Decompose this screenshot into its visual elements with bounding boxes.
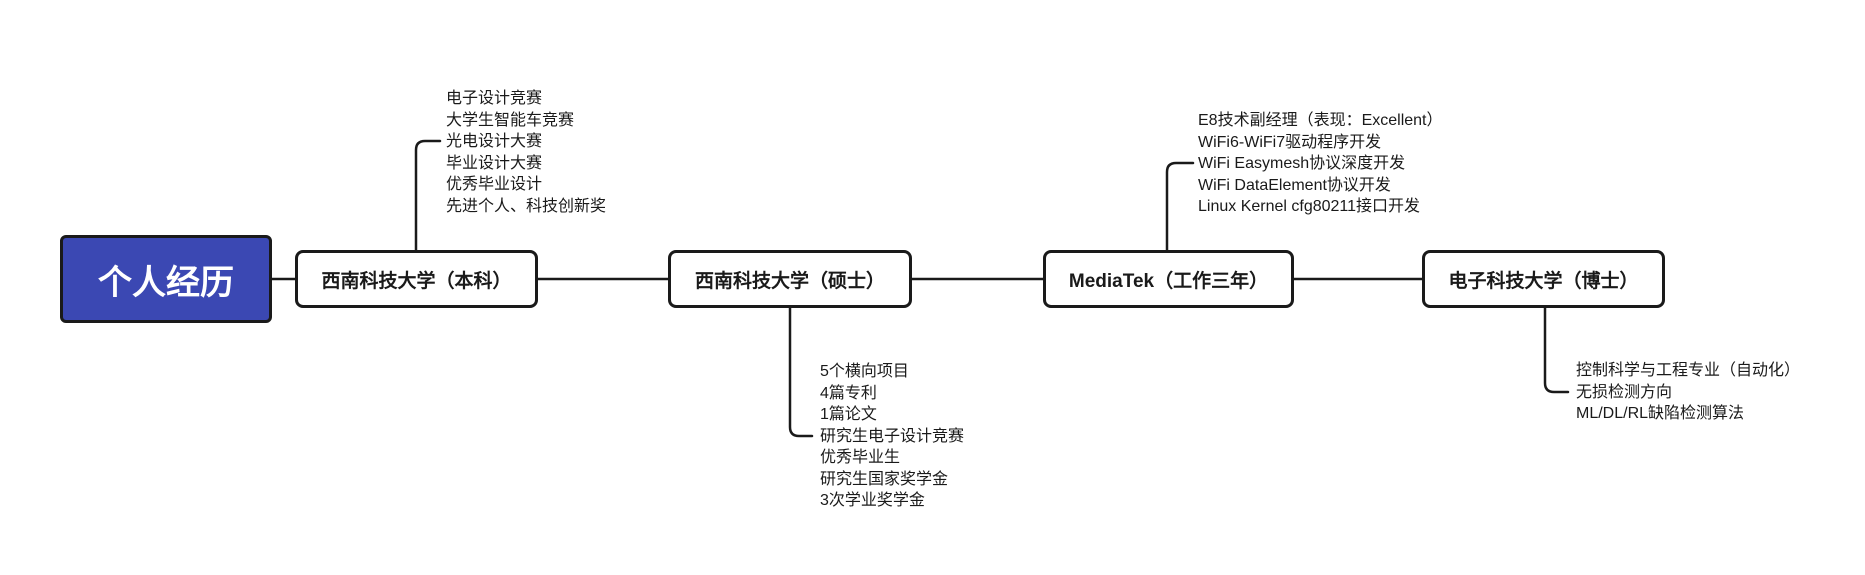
detail-item[interactable]: 大学生智能车竞赛 [446,111,575,129]
detail-item[interactable]: 3次学业奖学金 [820,492,925,509]
detail-item[interactable]: E8技术副经理（表现：Excellent） [1198,112,1443,129]
detail-item[interactable]: ML/DL/RL缺陷检测算法 [1576,405,1745,422]
stage-node-masters[interactable]: 西南科技大学（硕士） [668,250,912,308]
stage-node-phd[interactable]: 电子科技大学（博士） [1422,250,1665,308]
detail-item[interactable]: 1篇论文 [820,406,877,423]
details-undergrad: 电子设计竞赛 大学生智能车竞赛 光电设计大赛 毕业设计大赛 优秀毕业设计 先进个… [446,88,606,217]
detail-item[interactable]: 优秀毕业设计 [446,176,543,193]
detail-item[interactable]: 研究生电子设计竞赛 [820,427,965,445]
stage-node-mediatek[interactable]: MediaTek（工作三年） [1043,250,1294,308]
branch-stage-3-details [1165,161,1195,253]
branch-stage-2-details [788,305,814,438]
branch-stage-4-details [1543,305,1570,394]
stage-label-phd: 电子科技大学（博士） [1448,270,1639,292]
details-masters: 5个横向项目 4篇专利 1篇论文 研究生电子设计竞赛 优秀毕业生 研究生国家奖学… [820,361,964,512]
detail-item[interactable]: 毕业设计大赛 [446,154,543,172]
detail-item[interactable]: 光电设计大赛 [446,133,543,150]
detail-item[interactable]: Linux Kernel cfg80211接口开发 [1198,198,1421,215]
root-node[interactable]: 个人经历 [60,235,272,323]
stage-label-mediatek: MediaTek（工作三年） [1068,270,1269,292]
detail-item[interactable]: WiFi Easymesh协议深度开发 [1198,155,1406,172]
detail-item[interactable]: 5个横向项目 [820,363,909,380]
detail-item[interactable]: 控制科学与工程专业（自动化） [1576,362,1801,379]
details-phd: 控制科学与工程专业（自动化） 无损检测方向 ML/DL/RL缺陷检测算法 [1576,360,1800,425]
detail-item[interactable]: 无损检测方向 [1576,383,1673,401]
detail-item[interactable]: 4篇专利 [820,384,877,402]
detail-item[interactable]: WiFi6-WiFi7驱动程序开发 [1198,133,1382,151]
detail-item[interactable]: 电子设计竞赛 [446,90,543,107]
stage-node-undergrad[interactable]: 西南科技大学（本科） [295,250,538,308]
detail-item[interactable]: 先进个人、科技创新奖 [446,197,607,215]
stage-label-masters: 西南科技大学（硕士） [694,270,885,292]
detail-item[interactable]: WiFi DataElement协议开发 [1198,176,1391,194]
branch-stage-1-details [414,139,442,253]
root-label: 个人经历 [98,263,234,302]
stage-label-undergrad: 西南科技大学（本科） [321,270,512,292]
detail-item[interactable]: 优秀毕业生 [820,449,901,466]
details-mediatek: E8技术副经理（表现：Excellent） WiFi6-WiFi7驱动程序开发 … [1198,110,1443,218]
detail-item[interactable]: 研究生国家奖学金 [820,470,949,488]
